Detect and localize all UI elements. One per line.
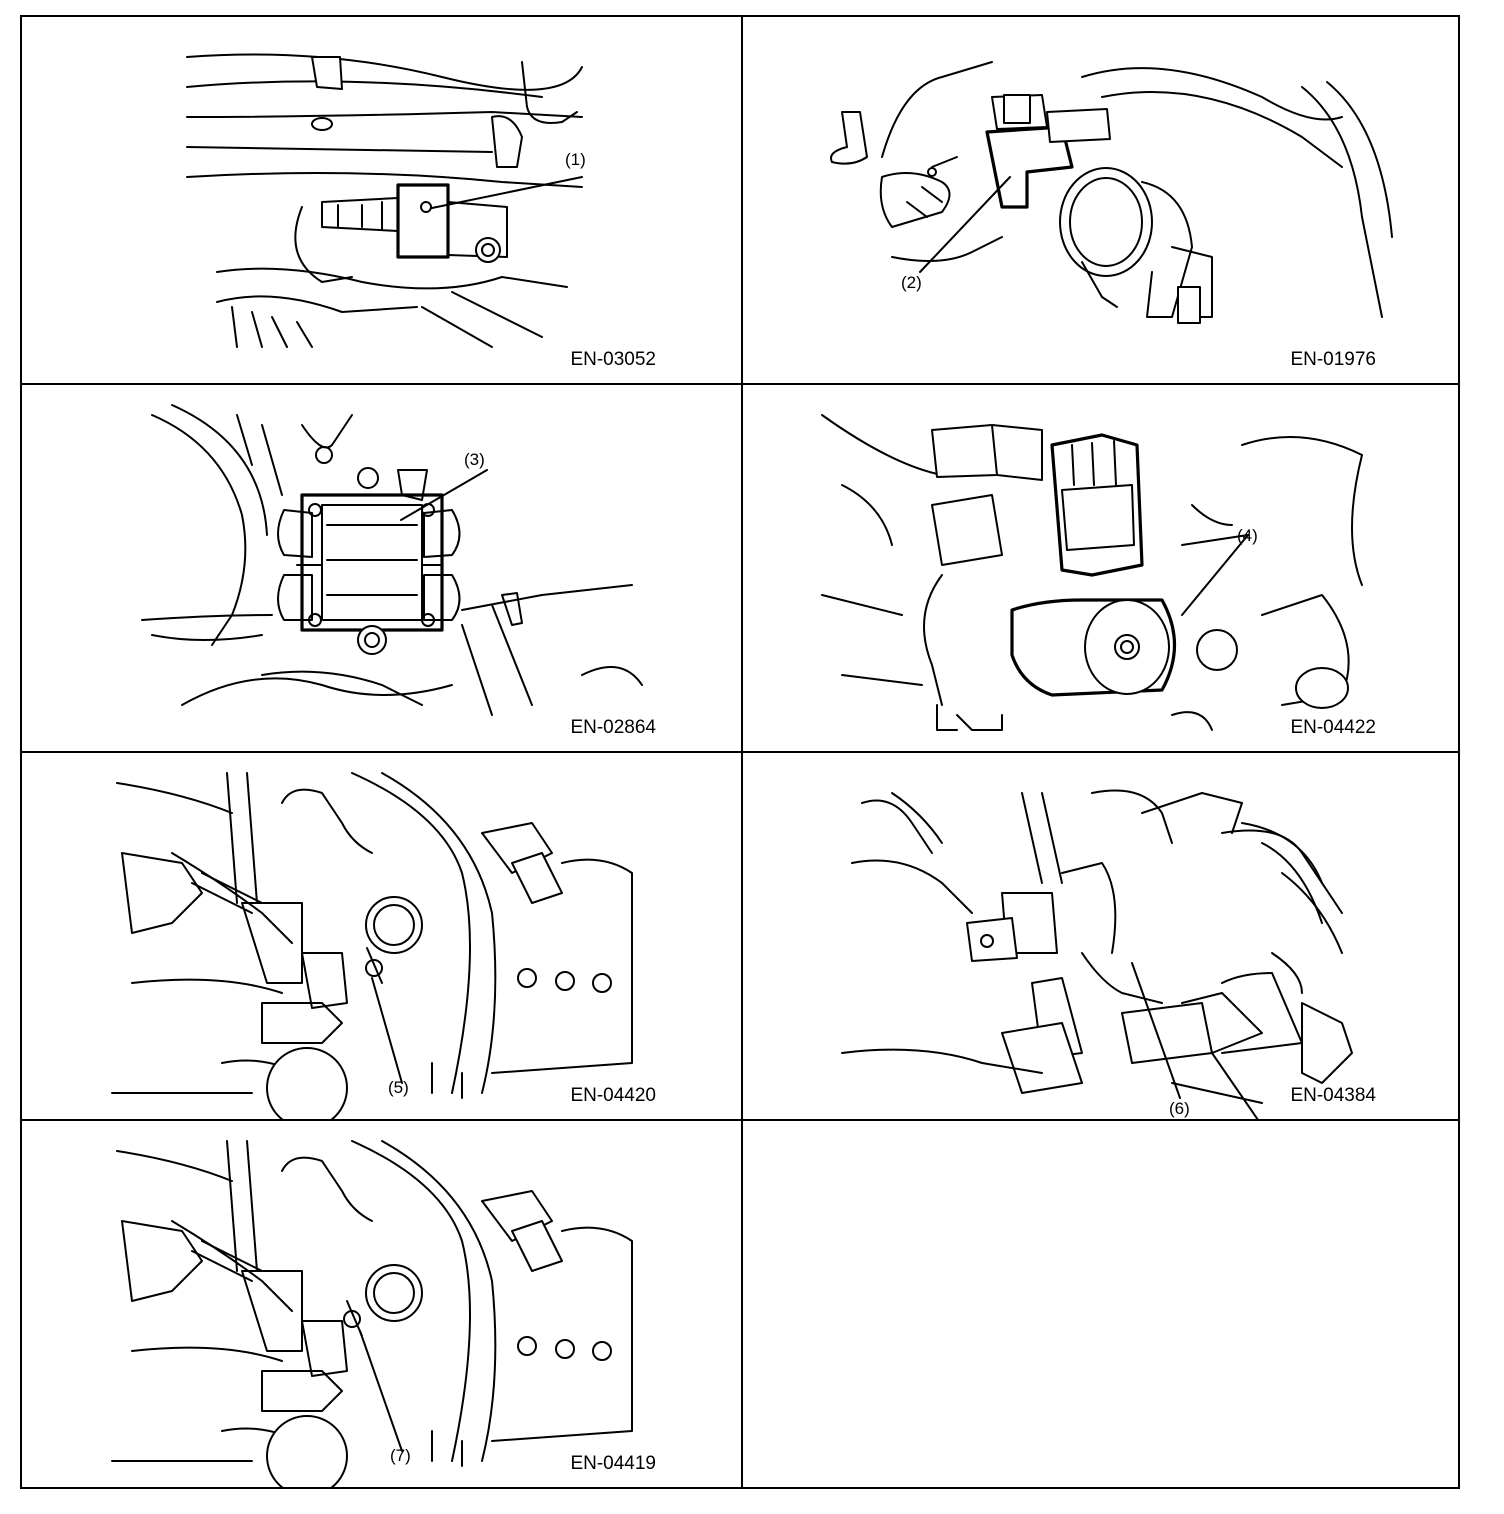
callout-label: (7) [390, 1446, 411, 1465]
panel-6: (6) EN-04384 [742, 753, 1460, 1119]
callout-label: (1) [565, 150, 586, 169]
engine-illustration-7 [111, 1140, 633, 1487]
callout-label: (5) [388, 1078, 409, 1097]
panel-4: (4) EN-04422 [742, 385, 1460, 751]
figure-id: EN-04422 [1290, 717, 1376, 738]
callout-label: (6) [1169, 1099, 1190, 1118]
callout-label: (2) [901, 273, 922, 292]
figure-id: EN-01976 [1290, 349, 1376, 370]
callout-label: (4) [1237, 526, 1258, 545]
panel-8-empty [742, 1121, 1460, 1487]
figure-id: EN-04420 [570, 1085, 656, 1106]
figure-id: EN-04384 [1290, 1085, 1376, 1106]
panel-1: (1) EN-03052 [22, 17, 740, 383]
panel-5: (5) EN-04420 [22, 753, 740, 1119]
engine-illustration-3 [141, 404, 643, 716]
engine-illustration-2 [830, 61, 1393, 324]
panel-7: (7) EN-04419 [22, 1121, 740, 1487]
figure-id: EN-04419 [570, 1453, 656, 1474]
panel-3: (3) EN-02864 [22, 385, 740, 751]
engine-illustration-1 [186, 53, 583, 348]
row-divider-3 [22, 1119, 1458, 1121]
row-divider-1 [22, 383, 1458, 385]
figure-table: (1) EN-03052 (2) EN-0 [20, 15, 1460, 1489]
engine-illustration-4 [821, 414, 1363, 731]
callout-label: (3) [464, 450, 485, 469]
engine-illustration-5 [111, 772, 633, 1119]
row-divider-2 [22, 751, 1458, 753]
engine-illustration-6 [841, 789, 1353, 1119]
panel-2: (2) EN-01976 [742, 17, 1460, 383]
figure-id: EN-03052 [570, 349, 656, 370]
figure-id: EN-02864 [570, 717, 656, 738]
